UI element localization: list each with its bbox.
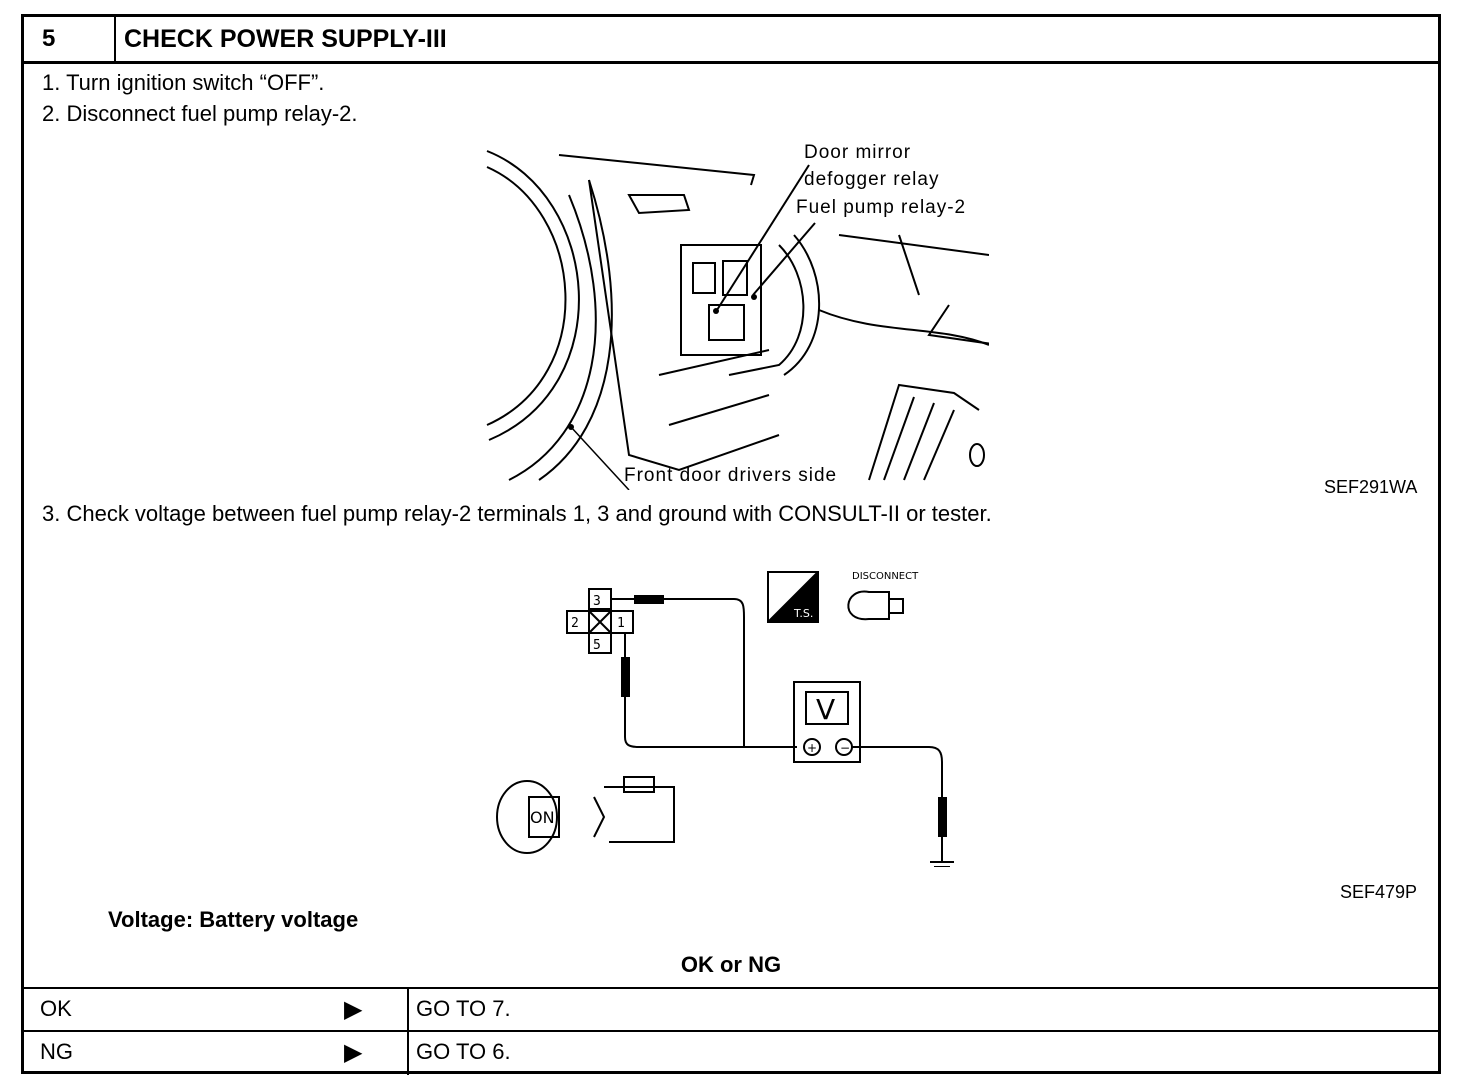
- figure-code-1: SEF291WA: [1324, 477, 1418, 497]
- result-row-ok: OK ▶ GO TO 7.: [24, 987, 1438, 1032]
- ts-label: T.S.: [793, 607, 813, 620]
- figure-code-2: SEF479P: [1340, 882, 1418, 902]
- terminal-5: 5: [593, 638, 601, 653]
- procedure-title: CHECK POWER SUPPLY-III: [124, 25, 447, 53]
- step-3: 3. Check voltage between fuel pump relay…: [42, 501, 992, 526]
- voltage-check-diagram: 3 2 1 5 V + − ON DISCONNECT T.S.: [496, 571, 954, 867]
- voltmeter-symbol: V: [816, 693, 835, 726]
- disconnect-label: DISCONNECT: [852, 571, 919, 582]
- label-defogger-relay: defogger relay: [804, 169, 940, 190]
- step-1: 1. Turn ignition switch “OFF”.: [42, 70, 325, 95]
- minus-terminal-icon: −: [840, 741, 850, 755]
- result-action-link[interactable]: GO TO 6.: [416, 1039, 511, 1064]
- terminal-1: 1: [617, 616, 625, 631]
- result-action-link[interactable]: GO TO 7.: [416, 996, 511, 1021]
- label-front-door: Front door drivers side: [624, 465, 838, 486]
- step-number: 5: [24, 17, 116, 61]
- result-header: OK or NG: [680, 952, 782, 977]
- ignition-on-label: ON: [530, 808, 555, 827]
- arrow-right-icon: ▶: [344, 996, 363, 1023]
- step-2: 2. Disconnect fuel pump relay-2.: [42, 101, 358, 126]
- result-label: NG: [40, 1039, 73, 1064]
- result-condition-cell: NG ▶: [24, 1032, 409, 1075]
- relay-location-illustration: [486, 150, 989, 490]
- voltage-spec: Voltage: Battery voltage: [108, 907, 359, 932]
- procedure-header: 5 CHECK POWER SUPPLY-III: [24, 17, 1438, 64]
- result-label: OK: [40, 996, 72, 1021]
- plus-terminal-icon: +: [807, 741, 817, 755]
- arrow-right-icon: ▶: [344, 1039, 363, 1066]
- procedure-frame: 5 CHECK POWER SUPPLY-III 1. Turn ignitio…: [21, 14, 1441, 1075]
- terminal-3: 3: [593, 594, 601, 609]
- label-door-mirror: Door mirror: [804, 142, 912, 163]
- label-fuel-pump-relay: Fuel pump relay-2: [796, 197, 967, 218]
- result-row-ng: NG ▶ GO TO 6.: [24, 1030, 1438, 1075]
- terminal-2: 2: [571, 616, 579, 631]
- result-condition-cell: OK ▶: [24, 989, 409, 1032]
